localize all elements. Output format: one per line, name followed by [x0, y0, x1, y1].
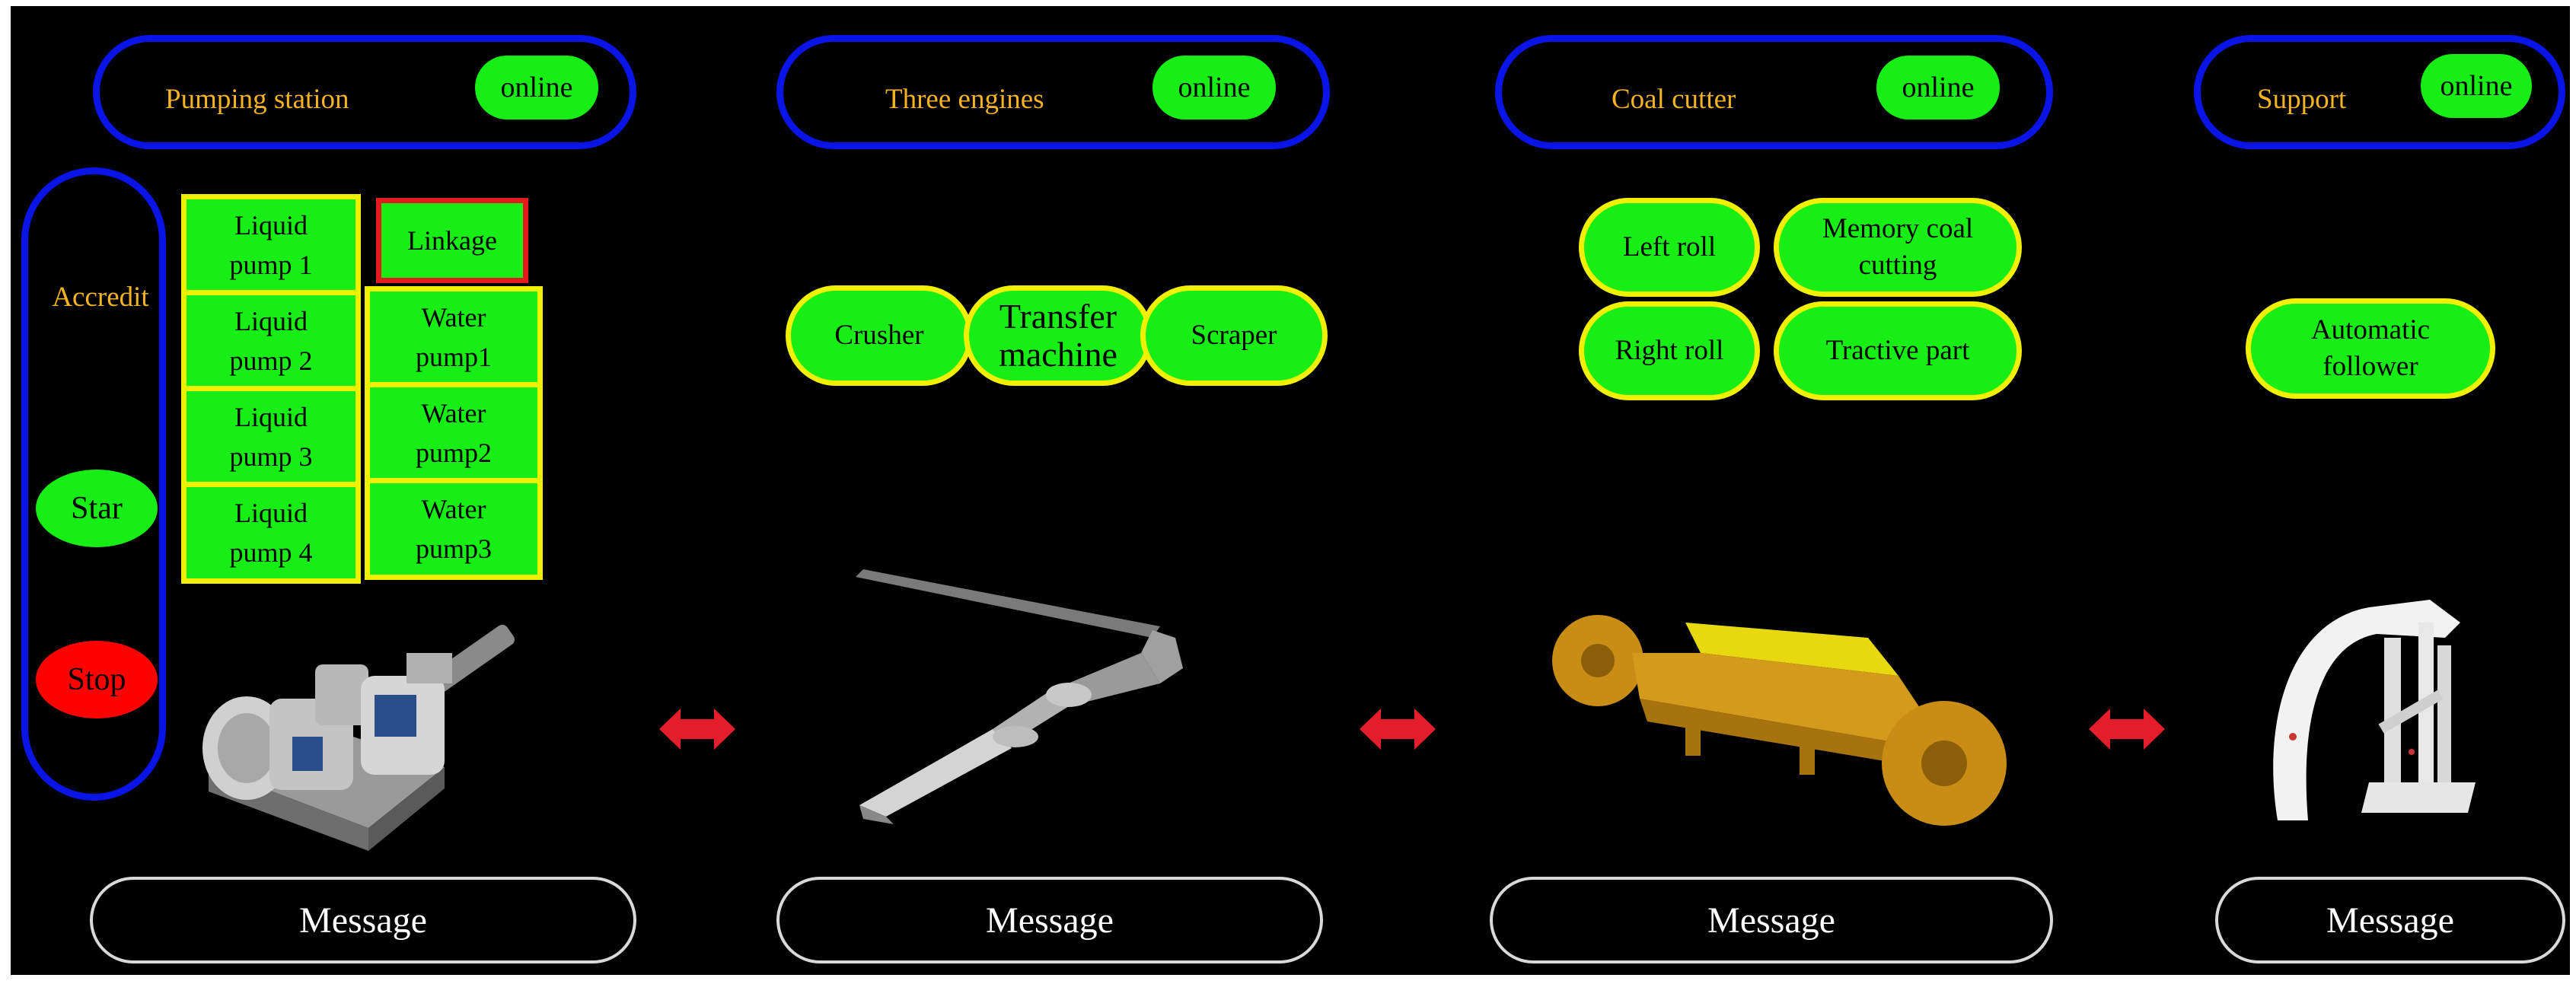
scraper-button[interactable]: Scraper	[1140, 285, 1328, 386]
linkage-button[interactable]: Linkage	[376, 198, 528, 283]
liquid-pump-2-button[interactable]: Liquid pump 2	[181, 290, 361, 392]
automatic-follower-button[interactable]: Automatic follower	[2246, 298, 2495, 399]
pump-station-machine-icon	[178, 592, 574, 874]
red-double-arrow-icon	[659, 702, 735, 756]
message-button-coal-cutter[interactable]: Message	[1490, 877, 2053, 963]
message-button-three-engines[interactable]: Message	[776, 877, 1323, 963]
red-double-arrow-icon	[2089, 702, 2165, 756]
panel-header-three-engines: Three engines online	[776, 35, 1330, 149]
liquid-pump-3-button[interactable]: Liquid pump 3	[181, 386, 361, 488]
left-roll-button[interactable]: Left roll	[1579, 198, 1760, 297]
shearer-machine-icon	[1548, 600, 2020, 843]
hydraulic-support-icon	[2255, 592, 2483, 828]
control-screen: Pumping station online Three engines onl…	[11, 6, 2570, 975]
conveyor-machine-icon	[840, 554, 1236, 828]
online-status-badge[interactable]: online	[475, 56, 598, 119]
panel-header-coal-cutter: Coal cutter online	[1495, 35, 2053, 149]
red-double-arrow-icon	[1360, 702, 1436, 756]
transfer-machine-button[interactable]: Transfer machine	[964, 285, 1153, 386]
water-pump-3-button[interactable]: Water pump3	[365, 478, 543, 580]
start-button[interactable]: Star	[36, 470, 158, 547]
message-button-support[interactable]: Message	[2215, 877, 2565, 963]
water-pump-2-button[interactable]: Water pump2	[365, 382, 543, 484]
panel-title: Three engines	[885, 84, 1044, 115]
accredit-control-panel: Accredit Star Stop	[21, 167, 166, 801]
panel-title: Pumping station	[165, 84, 349, 115]
accredit-label: Accredit	[52, 282, 149, 313]
message-button-pumping-station[interactable]: Message	[90, 877, 636, 963]
water-pump-1-button[interactable]: Water pump1	[365, 286, 543, 388]
crusher-button[interactable]: Crusher	[786, 285, 973, 386]
panel-title: Support	[2257, 84, 2347, 115]
panel-header-support: Support online	[2194, 35, 2565, 149]
online-status-badge[interactable]: online	[1876, 56, 2000, 119]
online-status-badge[interactable]: online	[2421, 54, 2532, 118]
liquid-pump-1-button[interactable]: Liquid pump 1	[181, 194, 361, 296]
panel-header-pumping-station: Pumping station online	[93, 35, 636, 149]
online-status-badge[interactable]: online	[1153, 56, 1276, 119]
panel-title: Coal cutter	[1612, 84, 1736, 115]
right-roll-button[interactable]: Right roll	[1579, 301, 1760, 400]
liquid-pump-4-button[interactable]: Liquid pump 4	[181, 482, 361, 584]
stop-button[interactable]: Stop	[36, 641, 158, 718]
tractive-part-button[interactable]: Tractive part	[1774, 301, 2022, 400]
memory-coal-cutting-button[interactable]: Memory coal cutting	[1774, 198, 2022, 297]
